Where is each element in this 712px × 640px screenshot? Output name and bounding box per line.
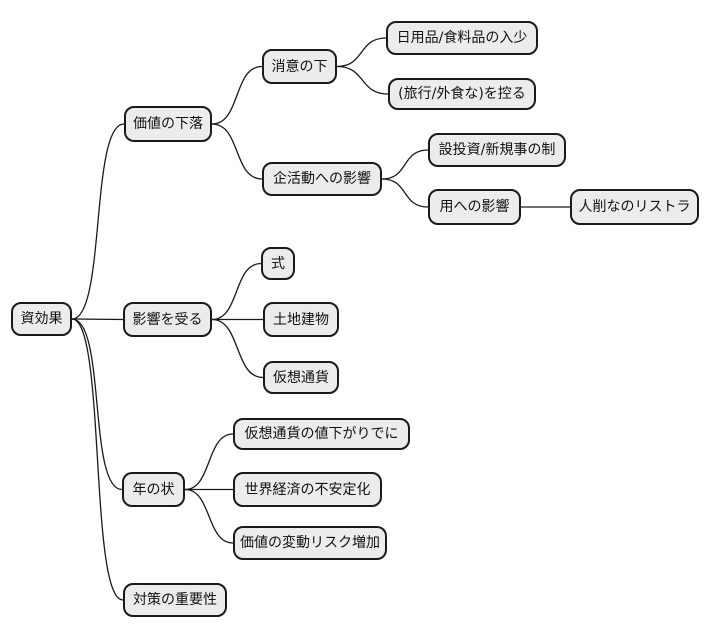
edge-recent-situation-crypto-drop (184, 433, 234, 491)
node-restructuring[interactable]: 人削なのリストラ (570, 189, 699, 225)
node-employment-impact[interactable]: 用への影響 (428, 189, 521, 225)
edge-value-decline-corporate-impact (211, 123, 263, 180)
edge-root-value-decline (71, 123, 125, 320)
node-real-estate[interactable]: 土地建物 (263, 302, 339, 337)
node-root[interactable]: 資効果 (11, 302, 72, 336)
node-corporate-impact[interactable]: 企活動への影響 (262, 162, 382, 196)
node-global-instability[interactable]: 世界経済の不安定化 (233, 472, 382, 507)
node-countermeasures[interactable]: 対策の重要性 (123, 583, 227, 617)
node-daily-goods[interactable]: 日用品/食料品の入少 (386, 21, 538, 55)
edge-value-decline-consumption (211, 65, 263, 125)
node-capex-restraint[interactable]: 設投資/新規事の制 (428, 133, 566, 167)
node-value-decline[interactable]: 価値の下落 (124, 106, 212, 142)
node-travel-dining[interactable]: (旅行/外食な)を控る (388, 78, 536, 110)
edge-consumption-daily-goods (336, 37, 387, 68)
edge-root-recent-situation (71, 318, 123, 491)
node-volatility-risk[interactable]: 価値の変動リスク増加 (233, 526, 387, 560)
node-stocks[interactable]: 式 (261, 247, 295, 280)
node-affected-assets[interactable]: 影響を受る (123, 302, 212, 337)
edge-affected-assets-crypto (211, 318, 264, 379)
node-crypto[interactable]: 仮想通貨 (263, 361, 339, 394)
edge-consumption-travel-dining (336, 65, 389, 95)
node-crypto-drop[interactable]: 仮想通貨の値下がりでに (233, 418, 410, 450)
edge-corporate-impact-employment-impact (381, 178, 429, 208)
edge-recent-situation-volatility-risk (184, 488, 234, 544)
node-recent-situation[interactable]: 年の状 (122, 472, 185, 507)
edge-corporate-impact-capex-restraint (381, 149, 429, 180)
edge-root-countermeasures (71, 318, 124, 601)
node-consumption[interactable]: 消意の下 (262, 49, 337, 84)
edge-root-affected-assets (71, 318, 124, 321)
edge-affected-assets-stocks (211, 262, 262, 321)
